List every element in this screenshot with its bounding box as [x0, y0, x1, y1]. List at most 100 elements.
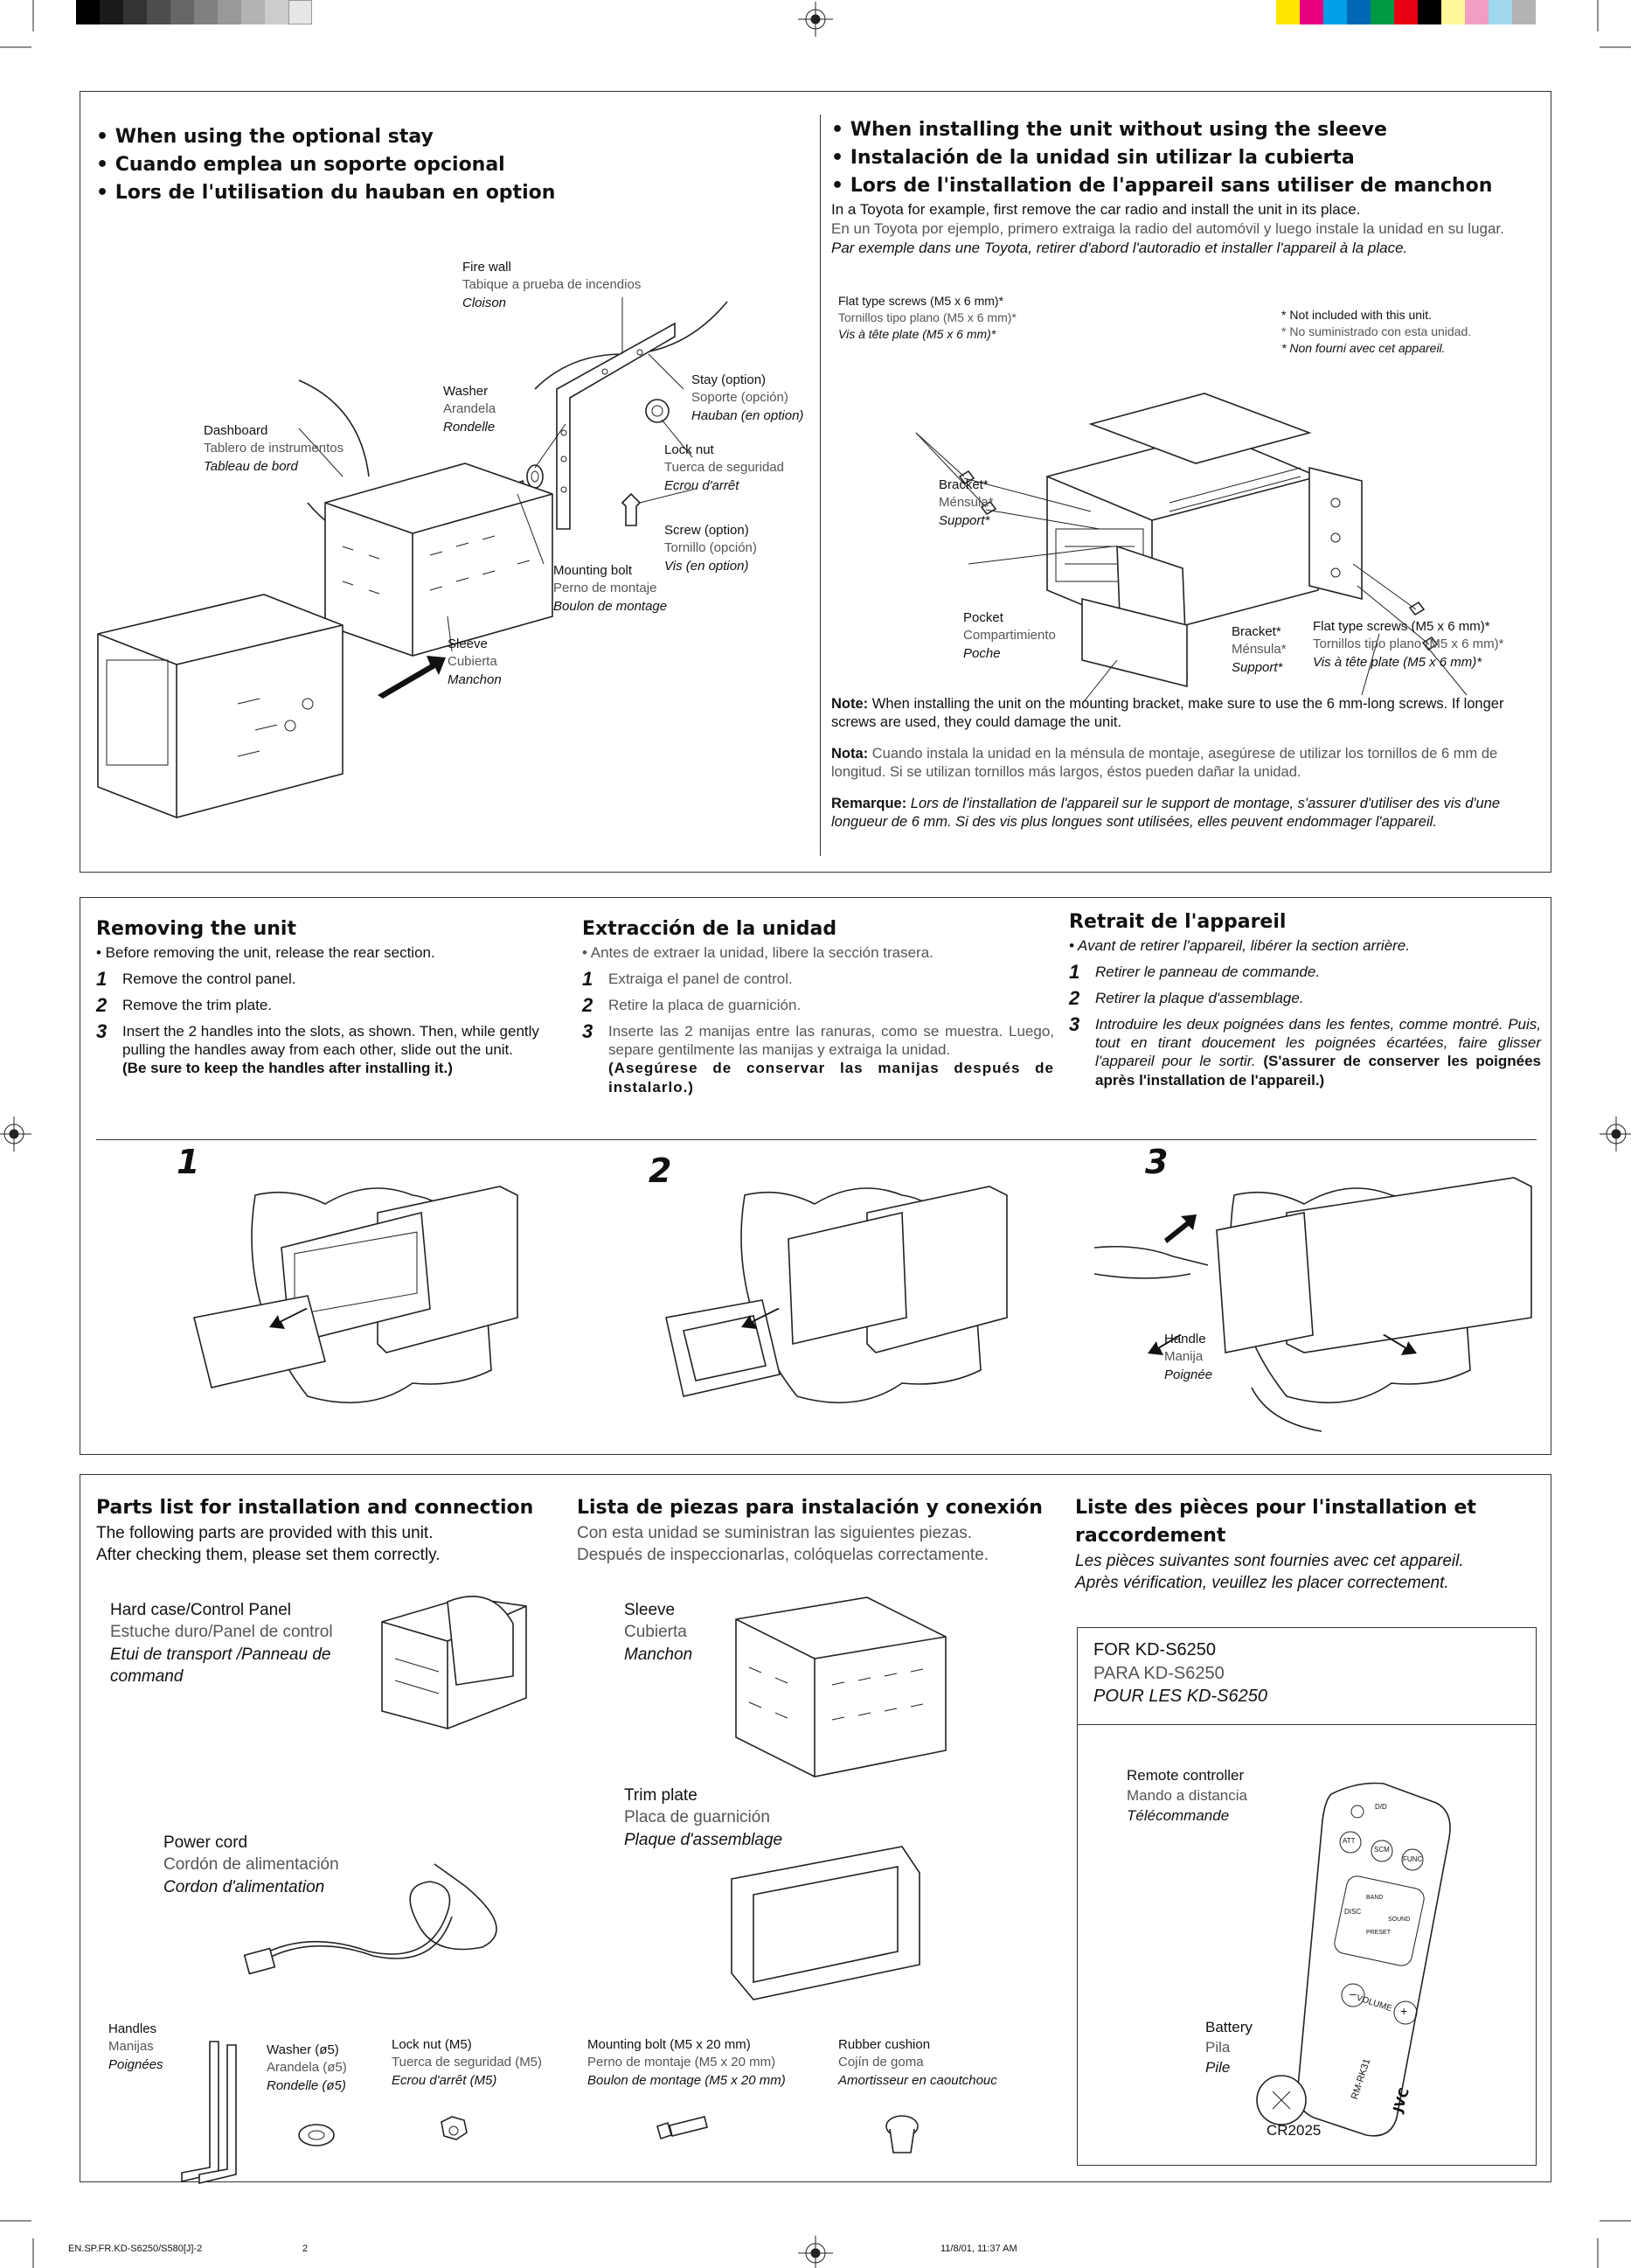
gray-swatch [147, 0, 170, 24]
color-swatch [1323, 0, 1347, 24]
removing-pre-es: • Antes de extraer la unidad, libere la … [582, 943, 933, 961]
remote-key-scm: SCM [1374, 1846, 1390, 1854]
nosleeve-heading-fr: • Lors de l'installation de l'appareil s… [831, 174, 1493, 197]
removing-heading-es: Extracción de la unidad [582, 918, 837, 940]
steps-divider [96, 1139, 1537, 1140]
label-not-included: * Not included with this unit.* No sumin… [1281, 308, 1472, 355]
remote-controller-drawing [1256, 1782, 1451, 2137]
gray-swatch [76, 0, 100, 24]
parts-heading-fr: Liste des pièces pour l'installation et … [1075, 1497, 1476, 1547]
color-registration-bar [1276, 0, 1536, 24]
gray-swatch [218, 0, 241, 24]
part-washer: Washer (ø5)Arandela (ø5)Rondelle (ø5) [267, 2042, 347, 2093]
footer-date: 11/8/01, 11:37 AM [940, 2244, 1017, 2254]
removing-heading-en: Removing the unit [96, 918, 296, 940]
removing-pre-en: • Before removing the unit, release the … [96, 943, 435, 961]
remote-key-minus: – [1350, 1986, 1357, 2000]
intro-es: En un Toyota por ejemplo, primero extrai… [831, 219, 1504, 237]
removing-figures [193, 1177, 1532, 1432]
parts-line1-en: The following parts are provided with th… [96, 1523, 434, 1542]
remote-key-func: FUNC [1403, 1855, 1423, 1863]
label-flat-screws-bottom: Flat type screws (M5 x 6 mm)*Tornillos t… [1313, 619, 1504, 670]
gray-registration-bar [76, 0, 312, 24]
remote-key-dd: D/D [1375, 1803, 1387, 1811]
gray-swatch [170, 0, 194, 24]
gray-swatch [241, 0, 265, 24]
column-divider [820, 115, 821, 856]
remote-key-att: ATT [1343, 1837, 1356, 1845]
part-mounting-bolt: Mounting bolt (M5 x 20 mm)Perno de monta… [587, 2037, 786, 2088]
color-swatch [1418, 0, 1441, 24]
removing-step3-fr: Introduire les deux poignées dans les fe… [1095, 1015, 1541, 1089]
registration-target-top [798, 2, 833, 37]
removing-step3-es: Inserte las 2 manijas entre las ranuras,… [608, 1022, 1054, 1096]
parts-line2-es: Después de inspeccionarlas, colóquelas c… [577, 1546, 989, 1565]
registration-target-bottom [798, 2236, 833, 2268]
note-fr: Remarque: Lors de l'installation de l'ap… [831, 795, 1501, 831]
stay-heading-fr: • Lors de l'utilisation du hauban en opt… [96, 181, 556, 204]
remote-key-band: BAND [1366, 1895, 1384, 1901]
bracket-installation-diagram [915, 393, 1468, 705]
parts-line1-es: Con esta unidad se suministran las sigui… [577, 1523, 973, 1542]
color-swatch [1394, 0, 1418, 24]
label-screw: Screw (option)Tornillo (opción)Vis (en o… [664, 523, 757, 574]
intro-fr: Par exemple dans une Toyota, retirer d'a… [831, 239, 1408, 256]
removing-panel: Removing the unit • Before removing the … [80, 897, 1551, 1455]
parts-line1-fr: Les pièces suivantes sont fournies avec … [1075, 1551, 1464, 1570]
figure-3-number: 3 [1145, 1143, 1169, 1181]
label-flat-screws-top: Flat type screws (M5 x 6 mm)*Tornillos t… [838, 294, 1017, 341]
color-swatch [1489, 0, 1512, 24]
gray-swatch [288, 0, 312, 24]
model-box: FOR KD-S6250 PARA KD-S6250 POUR LES KD-S… [1077, 1627, 1537, 2166]
note-en: Note: When installing the unit on the mo… [831, 696, 1504, 731]
parts-drawings [181, 1596, 947, 2185]
stay-heading-en: • When using the optional stay [96, 126, 434, 148]
note-es: Nota: Cuando instala la unidad en la mén… [831, 745, 1498, 781]
parts-panel: Parts list for installation and connecti… [80, 1474, 1551, 2185]
parts-heading-en: Parts list for installation and connecti… [96, 1497, 534, 1519]
removing-heading-fr: Retrait de l'appareil [1069, 911, 1287, 933]
sleeve-drawing [735, 1597, 947, 1778]
stay-installation-diagram [97, 297, 728, 818]
power-cord-drawing [243, 1863, 497, 1975]
removing-step2-fr: Retirer la plaque d'assemblage. [1095, 989, 1304, 1006]
remote-key-preset: PRESET [1366, 1930, 1392, 1936]
removing-pre-fr: • Avant de retirer l'appareil, libérer l… [1069, 936, 1410, 954]
remote-key-sound: SOUND [1388, 1917, 1411, 1923]
color-swatch [1371, 0, 1394, 24]
registration-target-left [0, 1117, 31, 1151]
intro-en: In a Toyota for example, first remove th… [831, 200, 1361, 218]
footer-left: EN.SP.FR.KD-S6250/S580[J]-2 [68, 2244, 203, 2254]
handles-drawing [181, 2041, 237, 2185]
model-for-en: FOR KD-S6250 [1093, 1640, 1217, 1659]
nosleeve-heading-es: • Instalación de la unidad sin utilizar … [831, 146, 1355, 169]
hard-case-drawing [381, 1596, 527, 1729]
figure-1-number: 1 [177, 1143, 200, 1181]
gray-swatch [194, 0, 218, 24]
label-bracket-right: Bracket*Ménsula*Support* [1232, 624, 1287, 675]
figure-2-number: 2 [649, 1151, 672, 1190]
remote-key-plus: + [1400, 2004, 1408, 2018]
gray-swatch [123, 0, 147, 24]
gray-swatch [100, 0, 123, 24]
removing-step2-en: Remove the trim plate. [122, 996, 273, 1013]
model-for-fr: POUR LES KD-S6250 [1093, 1687, 1267, 1707]
parts-line2-fr: Après vérification, veuillez les placer … [1075, 1574, 1449, 1593]
removing-step2-es: Retire la placa de guarnición. [608, 996, 802, 1013]
battery-model: CR2025 [1267, 2122, 1322, 2139]
color-swatch [1276, 0, 1300, 24]
parts-heading-es: Lista de piezas para instalación y conex… [577, 1497, 1043, 1519]
label-bracket-left: Bracket*Ménsula*Support* [939, 477, 994, 528]
color-swatch [1465, 0, 1489, 24]
